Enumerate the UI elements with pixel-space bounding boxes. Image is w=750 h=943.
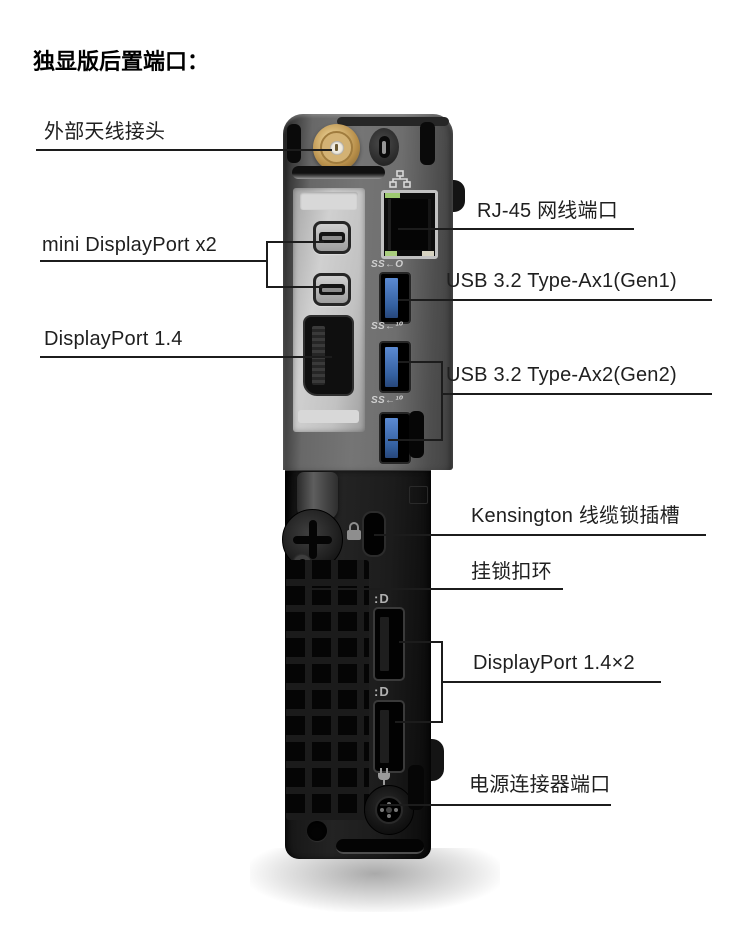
rj45-socket	[388, 199, 431, 250]
usb-ss-gen2-logo: SS←¹⁰	[371, 395, 404, 406]
plate-blank-bottom	[298, 410, 359, 423]
ethernet-icon	[389, 170, 411, 188]
label-antenna: 外部天线接头	[44, 121, 166, 143]
displayport-logo: :D	[374, 591, 390, 606]
mini-displayport-face	[316, 276, 348, 303]
displayport-tongue	[380, 710, 389, 763]
mini-displayport-tongue	[322, 287, 342, 292]
power-pin	[387, 814, 391, 818]
power-pin	[380, 808, 384, 812]
kensington-lock-icon	[347, 522, 361, 540]
antenna-connector	[313, 124, 360, 171]
screw-slot-v	[309, 520, 317, 559]
vent-grid	[286, 560, 369, 820]
mini-displayport-tongue	[322, 235, 342, 240]
antenna-core	[329, 140, 344, 155]
usb-ss-gen2-logo: SS←¹⁰	[371, 321, 404, 332]
usb-ss-gen1-logo: SS←O	[371, 259, 404, 270]
leader-line-usb-gen1	[398, 299, 712, 301]
rj45-port	[381, 190, 438, 259]
antenna-slit	[335, 144, 338, 151]
power-plug-icon	[378, 768, 390, 785]
displayport-14-tongue	[312, 326, 325, 385]
power-pin	[394, 808, 398, 812]
vent-slot-bottom	[408, 765, 424, 810]
security-loop	[369, 128, 399, 166]
label-usb-gen2: USB 3.2 Type-Ax2(Gen2)	[446, 364, 677, 386]
mini-displayport-2	[313, 273, 351, 306]
leader-prong-usb-gen2-1	[398, 361, 443, 363]
leader-line-padlock	[306, 588, 563, 590]
label-kensington: Kensington 线缆锁插槽	[471, 505, 680, 527]
leader-line-usb-gen2	[441, 393, 712, 395]
usb-tongue	[385, 347, 398, 387]
pc-rear-panel: SS←O SS←¹⁰ SS←¹⁰ :D :D	[282, 114, 455, 859]
leader-bracket-usb-gen2	[441, 361, 443, 441]
usb-port-gen2-1	[379, 341, 411, 393]
leader-line-mini-dp	[40, 260, 267, 262]
displayport-port-1	[373, 607, 405, 681]
leader-line-power	[380, 804, 611, 806]
label-power-connector: 电源连接器端口	[469, 774, 611, 796]
panel-seam	[409, 486, 428, 504]
usb-tongue	[385, 418, 398, 458]
screw-hole	[307, 821, 327, 841]
mini-displayport-slot	[319, 232, 345, 243]
vent-slot-left	[287, 124, 301, 163]
leader-line-antenna	[36, 149, 332, 151]
rj45-led-left	[385, 251, 397, 256]
label-usb-gen1: USB 3.2 Type-Ax1(Gen1)	[446, 270, 677, 292]
top-cover-seam	[337, 117, 449, 126]
leader-bracket-mini-dp	[266, 241, 268, 288]
label-displayport-14: DisplayPort 1.4	[44, 328, 183, 350]
leader-bracket-displayport-x2	[441, 641, 443, 723]
leader-line-kensington	[374, 534, 706, 536]
leader-line-rj45	[398, 228, 634, 230]
label-displayport-x2: DisplayPort 1.4×2	[473, 652, 635, 674]
mini-displayport-1	[313, 221, 351, 254]
label-mini-displayport: mini DisplayPort x2	[42, 234, 217, 256]
power-connector-socket	[375, 796, 403, 824]
displayport-14-port	[303, 315, 354, 396]
security-loop-slot	[378, 136, 390, 158]
rj45-led-top	[385, 193, 400, 198]
leader-prong-mini-dp-1	[266, 241, 324, 243]
power-connector	[364, 785, 414, 835]
usb-port-gen1	[379, 272, 411, 324]
bottom-groove	[336, 839, 424, 854]
lock-body	[347, 530, 361, 540]
displayport-tongue	[380, 617, 389, 671]
thumbscrew	[282, 509, 343, 570]
security-loop-pin	[382, 140, 386, 154]
leader-line-displayport-14	[40, 356, 332, 358]
plate-blank-top	[300, 192, 358, 210]
label-padlock-ring: 挂锁扣环	[471, 561, 552, 583]
label-rj45: RJ-45 网线端口	[477, 200, 618, 222]
leader-prong-displayport-1	[399, 641, 443, 643]
leader-prong-displayport-2	[395, 721, 443, 723]
lock-shackle	[349, 522, 359, 531]
displayport-port-2	[373, 700, 405, 773]
page-title: 独显版后置端口：	[33, 49, 210, 74]
vent-slot-mid	[409, 411, 424, 458]
leader-line-displayport-x2	[441, 681, 661, 683]
mini-displayport-slot	[319, 284, 345, 295]
cover-release-groove	[292, 166, 385, 179]
usb-port-gen2-2	[379, 412, 411, 464]
usb-tongue	[385, 278, 398, 318]
leader-prong-mini-dp-2	[266, 286, 323, 288]
mini-displayport-face	[316, 224, 348, 251]
vent-slot-right	[420, 122, 435, 165]
rj45-led-right	[422, 251, 434, 256]
power-pin-center	[386, 807, 392, 813]
displayport-logo: :D	[374, 684, 390, 699]
leader-prong-usb-gen2-2	[388, 439, 443, 441]
